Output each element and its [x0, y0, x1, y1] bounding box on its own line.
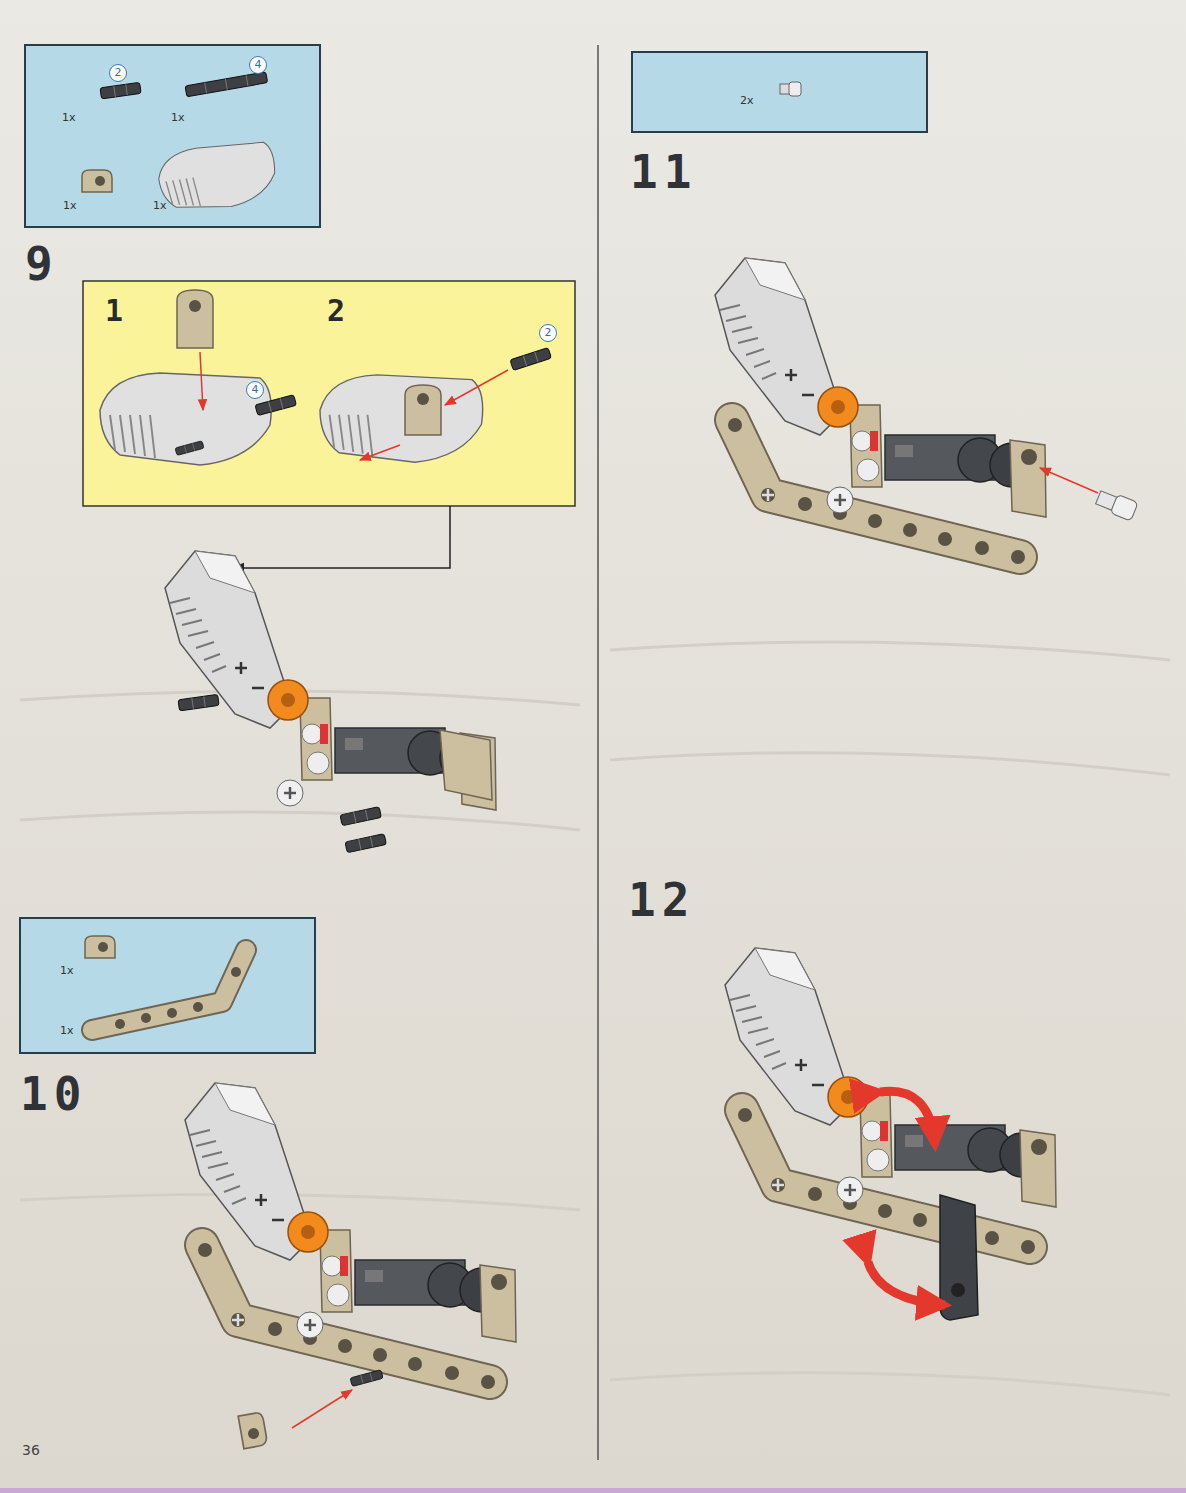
- page-number: 36: [22, 1442, 40, 1458]
- subassembly-drawing: [100, 290, 551, 465]
- parts-panel: [632, 52, 927, 132]
- quantity-label: 2x: [740, 94, 754, 107]
- parts-panel: 1x 1x: [20, 918, 315, 1053]
- callout-number: 2: [539, 324, 557, 342]
- colour-strip: [0, 1488, 1186, 1493]
- parts-panel: [20, 918, 315, 1053]
- ground-texture: [20, 642, 1170, 1395]
- parts-panel: 2x: [632, 52, 927, 132]
- callout-number: 4: [246, 381, 264, 399]
- quantity-label: 1x: [60, 1024, 74, 1037]
- step-number: 9: [25, 240, 59, 288]
- subassembly-panel: [83, 281, 575, 506]
- assembly-step-12: [725, 948, 1056, 1320]
- quantity-label: 1x: [60, 964, 74, 977]
- callout-arrow: [232, 506, 450, 568]
- step-number: 11: [630, 148, 697, 196]
- parts-panel: [25, 45, 320, 227]
- quantity-label: 1x: [62, 111, 76, 124]
- assembly-step-10: [185, 1083, 516, 1449]
- quantity-label: 1x: [171, 111, 185, 124]
- quantity-label: 1x: [153, 199, 167, 212]
- step-number: 10: [20, 1070, 87, 1118]
- assembly-step-11: [715, 258, 1138, 564]
- step-number: 12: [628, 876, 695, 924]
- callout-number: 2: [109, 64, 127, 82]
- parts-panel: 2 4 1x 1x 1x 1x: [25, 45, 320, 227]
- assembly-step-9: [165, 551, 496, 853]
- substep-number: 2: [327, 295, 345, 327]
- column-divider: [597, 45, 599, 1460]
- callout-number: 4: [249, 56, 267, 74]
- parts-panel: 1 2 2 4: [83, 281, 575, 506]
- parts-icons: [82, 72, 801, 1030]
- quantity-label: 1x: [63, 199, 77, 212]
- substep-number: 1: [105, 295, 123, 327]
